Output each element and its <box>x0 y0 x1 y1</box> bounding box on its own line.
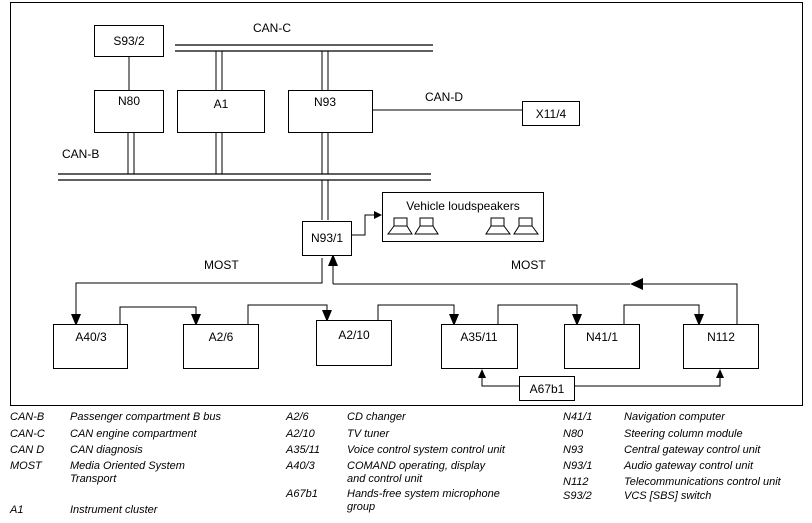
legend-code: N41/1 <box>563 411 593 423</box>
speaker-icon <box>387 217 413 235</box>
legend-desc-continued: Transport <box>70 473 117 485</box>
legend-column-1: CAN-B Passenger compartment B bus CAN-C … <box>10 411 280 521</box>
can-d-label: CAN-D <box>425 90 463 104</box>
legend-code: MOST <box>10 460 42 472</box>
can-c-label: CAN-C <box>253 21 291 35</box>
legend-desc: Steering column module <box>624 428 743 440</box>
n80-can-b-link <box>127 133 135 174</box>
a40-3-label: A40/3 <box>75 330 107 344</box>
a35-11-label: A35/11 <box>460 330 497 344</box>
n93-label: N93 <box>314 95 336 109</box>
legend-desc: Central gateway control unit <box>624 444 761 456</box>
a1-label: A1 <box>214 97 229 111</box>
x11-4-box: X11/4 <box>522 101 580 126</box>
legend-code: A2/10 <box>286 428 315 440</box>
n41-1-box: N41/1 <box>564 324 640 369</box>
can-b-bus <box>58 173 431 181</box>
legend-code: N80 <box>563 428 584 440</box>
n80-box: N80 <box>94 90 164 133</box>
legend-desc: Media Oriented System <box>70 460 185 472</box>
legend-desc: COMAND operating, display <box>347 460 486 472</box>
most-right-label: MOST <box>511 258 546 272</box>
legend-code: A67b1 <box>286 488 318 500</box>
legend-code: CAN-B <box>10 411 45 423</box>
n41-1-label: N41/1 <box>586 330 618 344</box>
n93-can-c-link <box>321 51 329 90</box>
a1-can-c-link <box>215 51 223 90</box>
a40-3-box: A40/3 <box>53 324 128 369</box>
legend-desc: Passenger compartment B bus <box>70 411 222 423</box>
legend-desc: Hands-free system microphone <box>347 488 500 500</box>
legend-code: N93/1 <box>563 460 593 472</box>
can-c-bus <box>175 44 433 52</box>
legend-code: A2/6 <box>286 411 309 423</box>
legend-code: S93/2 <box>563 490 592 502</box>
diagram-frame <box>10 2 803 406</box>
a67b1-label: A67b1 <box>530 382 565 396</box>
legend-code: N93 <box>563 444 584 456</box>
a1-box: A1 <box>177 90 265 133</box>
a67b1-box: A67b1 <box>519 376 575 401</box>
a2-6-box: A2/6 <box>183 324 259 369</box>
a2-6-label: A2/6 <box>209 330 234 344</box>
can-b-n93-1-link <box>321 180 329 220</box>
n93-box: N93 <box>288 90 373 133</box>
speakers-box: Vehicle loudspeakers <box>382 192 544 242</box>
x11-4-label: X11/4 <box>536 107 567 121</box>
most-left-label: MOST <box>204 258 239 272</box>
n93-1-speakers-link <box>352 211 382 236</box>
legend-code: A35/11 <box>286 444 321 456</box>
legend-desc: CAN diagnosis <box>70 444 143 456</box>
can-b-label: CAN-B <box>62 147 99 161</box>
most-ring <box>71 254 738 326</box>
legend-code: CAN-C <box>10 428 45 440</box>
n93-1-box: N93/1 <box>302 221 352 256</box>
a35-11-box: A35/11 <box>441 324 518 369</box>
n80-label: N80 <box>118 94 140 108</box>
legend-code: CAN D <box>10 444 45 456</box>
a67b1-links <box>478 369 724 387</box>
s93-2-box: S93/2 <box>94 25 164 57</box>
legend-code: A40/3 <box>286 460 315 472</box>
n93-1-label: N93/1 <box>311 231 343 245</box>
legend-code: N112 <box>563 476 589 488</box>
legend-desc: TV tuner <box>347 428 390 440</box>
speaker-icon <box>485 217 511 235</box>
n112-box: N112 <box>683 324 759 369</box>
n93-can-b-link <box>321 133 329 174</box>
n112-label: N112 <box>707 330 735 344</box>
speaker-icon <box>414 217 439 235</box>
legend-desc: Audio gateway control unit <box>624 460 754 472</box>
s93-2-label: S93/2 <box>113 34 145 48</box>
legend-desc: Telecommunications control unit <box>624 476 781 488</box>
legend-column-3: N41/1 Navigation computer N80 Steering c… <box>563 411 810 521</box>
legend-desc: VCS [SBS] switch <box>624 490 712 502</box>
a2-10-box: A2/10 <box>316 320 392 366</box>
legend-desc: Navigation computer <box>624 411 725 423</box>
speakers-label: Vehicle loudspeakers <box>406 199 519 213</box>
a2-10-label: A2/10 <box>338 328 370 342</box>
a1-can-b-link <box>215 133 223 174</box>
legend-desc: CAN engine compartment <box>70 428 197 440</box>
legend-column-2: A2/6 CD changer A2/10 TV tuner A35/11 Vo… <box>286 411 556 521</box>
legend-code: A1 <box>10 504 24 516</box>
speaker-icon <box>513 217 539 235</box>
legend-desc-continued: group <box>347 501 376 513</box>
legend-desc-continued: and control unit <box>347 473 423 485</box>
legend-desc: Voice control system control unit <box>347 444 505 456</box>
legend-desc: Instrument cluster <box>70 504 158 516</box>
legend-desc: CD changer <box>347 411 406 423</box>
network-diagram: CAN-C CAN-D CAN-B MOST MOST S93/2 N80 A1… <box>10 2 803 406</box>
